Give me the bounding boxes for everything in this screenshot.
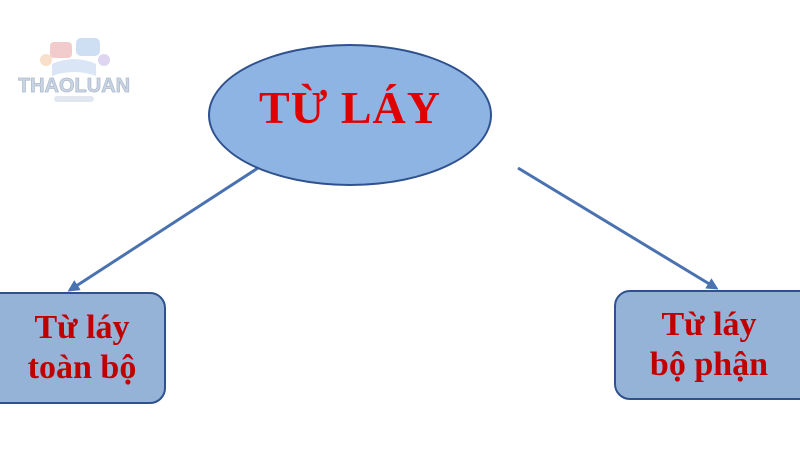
child-node-partial-reduplication: Từ láy bộ phận	[614, 290, 800, 400]
child-label-line2: bộ phận	[649, 346, 769, 383]
arrow-right	[517, 166, 719, 290]
thaoluan-logo-icon: THAOLUAN	[18, 38, 130, 102]
svg-text:THAOLUAN: THAOLUAN	[18, 75, 130, 97]
child-node-full-reduplication: Từ láy toàn bộ	[0, 292, 166, 404]
root-label: TỪ LÁY	[259, 81, 441, 133]
child-label-line1: Từ láy	[34, 309, 130, 346]
root-node: TỪ LÁY	[208, 44, 492, 186]
child-label-line1: Từ láy	[661, 306, 757, 343]
child-label-line2: toàn bộ	[27, 349, 137, 386]
arrow-left	[67, 166, 259, 292]
